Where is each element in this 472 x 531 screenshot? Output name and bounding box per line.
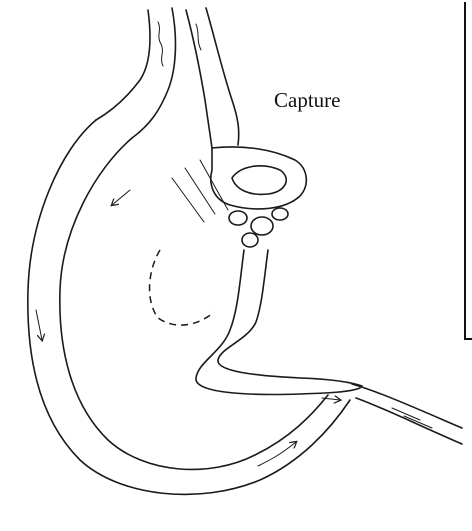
outflow-channel (196, 250, 462, 444)
looping-vessel (28, 120, 350, 494)
central-chamber (150, 147, 307, 325)
upper-vessel (96, 8, 239, 148)
capture-label: Capture (274, 88, 340, 113)
